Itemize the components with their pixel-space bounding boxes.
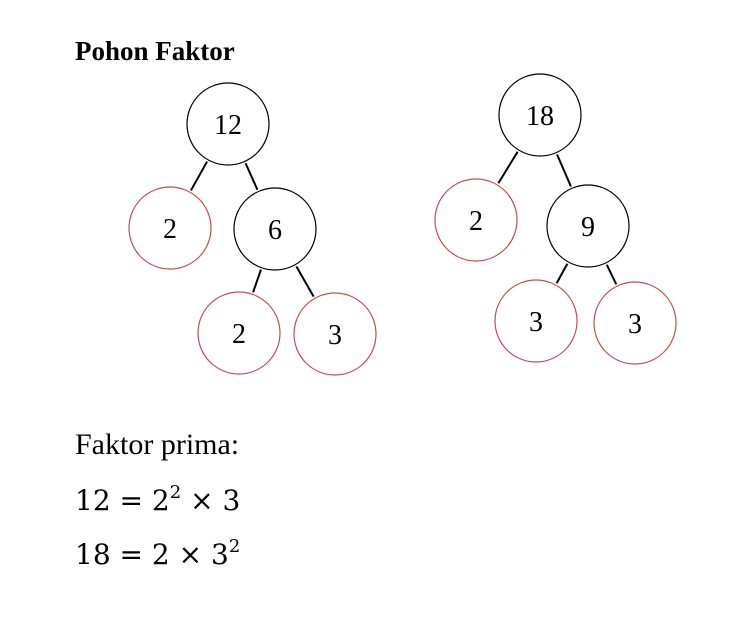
eq1-base2: 3 [222,484,241,517]
node-label: 2 [232,319,246,350]
page-title: Pohon Faktor [75,36,235,66]
eq2-base1: 2 [151,538,170,571]
node-label: 2 [469,206,483,237]
composite-node-n18: 18 [498,73,582,157]
eq1-exponent: 2 [169,481,182,503]
node-circle [128,186,212,270]
tree-edge-n9-n3c [605,264,618,285]
node-label: 3 [328,320,342,351]
tree-edge-n9-n3b [555,263,569,284]
eq2-base2: 3 [211,538,229,571]
node-circle [546,184,630,268]
eq2-exponent: 2 [228,535,241,557]
tree-edge-n18-n9 [556,154,572,187]
tree-edge-n12-n2a [190,161,208,191]
prime-node-n2c: 2 [434,178,518,262]
node-circle [186,82,270,166]
node-circle [593,281,677,365]
node-circle [293,292,377,376]
eq2-equals: = [119,538,144,571]
node-circle [494,279,578,363]
tree-edge-n6-n3a [295,265,315,298]
prime-node-n3b: 3 [494,279,578,363]
factorization-18: 18 = 2 × 32 [75,535,241,571]
prime-node-n3c: 3 [593,281,677,365]
tree-edge-n18-n2c [497,151,519,184]
composite-node-n6: 6 [233,187,317,271]
composite-node-n12: 12 [186,82,270,166]
factor-tree-18: 18 2 9 3 3 [434,73,677,365]
factorization-12: 12 = 22 × 3 [75,481,241,517]
node-label: 2 [163,214,177,245]
eq1-lhs: 12 [75,484,111,517]
node-circle [233,187,317,271]
tree-edge-n6-n2b [252,269,262,293]
node-label: 6 [268,215,282,246]
node-label: 3 [628,309,642,340]
eq2-times: × [178,538,203,571]
eq1-equals: = [119,484,144,517]
node-label: 12 [214,110,242,141]
eq1-base1: 2 [151,484,170,517]
node-label: 9 [581,212,595,243]
prime-factors-heading: Faktor prima: [75,428,240,461]
prime-node-n3a: 3 [293,292,377,376]
node-circle [498,73,582,157]
eq2-lhs: 18 [75,538,111,571]
node-circle [197,291,281,375]
node-circle [434,178,518,262]
composite-node-n9: 9 [546,184,630,268]
factor-tree-12: 12 2 6 2 3 [128,82,377,376]
tree-edge-n12-n6 [244,162,259,191]
node-label: 18 [526,101,554,132]
prime-node-n2a: 2 [128,186,212,270]
eq1-times: × [190,484,214,517]
node-label: 3 [529,307,543,338]
prime-node-n2b: 2 [197,291,281,375]
